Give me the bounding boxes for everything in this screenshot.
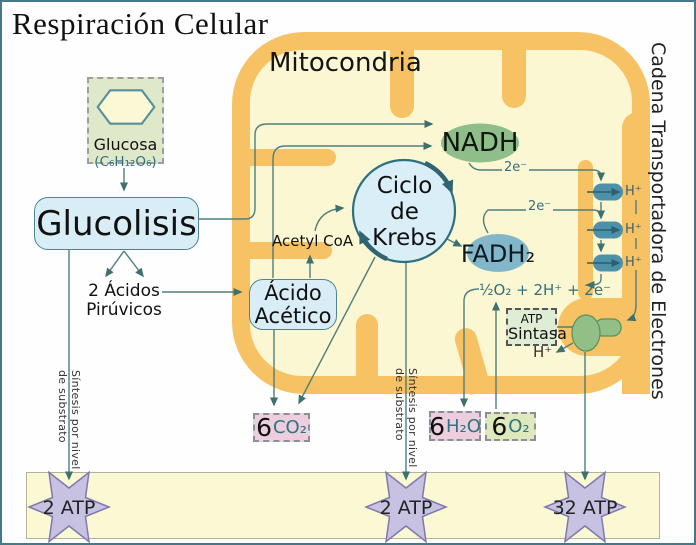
- krebs-cycle-label: Ciclo de Krebs: [372, 173, 437, 252]
- acetyl-coa-label: Acetyl CoA: [272, 232, 354, 250]
- hplus-label-1: H⁺: [625, 184, 642, 199]
- glucolisis-box: Glucolisis: [34, 197, 199, 250]
- acido-acetico-box: Ácido Acético: [249, 279, 337, 330]
- crista-top-1: [390, 32, 414, 118]
- hplus-synthase-label: H⁺: [533, 343, 553, 361]
- crista-top-2: [502, 32, 526, 108]
- crista-left-1: [234, 149, 336, 166]
- arrow-glucolisis-split-right: [123, 250, 144, 278]
- glucose-hexagon-icon: [95, 89, 156, 125]
- nadh-label: NADH: [441, 128, 519, 158]
- piruvicos-label: 2 Ácidos Pirúvicos: [86, 281, 162, 321]
- synthase-membrane-fold: [558, 298, 650, 356]
- inner-membrane-strip: [578, 160, 593, 300]
- glucosa-formula: (C₆H₁₂O₆): [94, 154, 157, 170]
- glucosa-box: Glucosa (C₆H₁₂O₆): [87, 77, 164, 170]
- page-title: Respiración Celular: [12, 6, 269, 41]
- atp-star-label-3: 32 ATP: [552, 497, 618, 519]
- atp-sintasa-box: ATP Sintasa: [506, 308, 567, 346]
- substrate-synthesis-label-right: Síntesis por nivel de substrato: [393, 368, 419, 468]
- electron-transport-chain-label: Cadena Transportadora de Electrones: [647, 42, 669, 400]
- nadh-2e-label: 2e⁻: [502, 160, 530, 175]
- mitochondria-label: Mitocondria: [269, 48, 422, 78]
- fadh2-label: FADH₂: [460, 240, 536, 268]
- atp-star-label-1: 2 ATP: [42, 497, 96, 519]
- crista-bottom-1: [356, 314, 378, 392]
- glucosa-name: Glucosa: [93, 135, 158, 154]
- arrow-glucolisis-split-left: [105, 250, 125, 278]
- hplus-label-3: H⁺: [625, 255, 642, 270]
- fadh2-2e-label: 2e⁻: [526, 199, 554, 214]
- atp-star-label-2: 2 ATP: [379, 497, 433, 519]
- substrate-synthesis-label-left: Síntesis por nivel de substrato: [56, 370, 82, 470]
- hplus-label-2: H⁺: [625, 222, 642, 237]
- oxygen-reaction-label: ½O₂ + 2H⁺ + 2e⁻: [479, 281, 611, 299]
